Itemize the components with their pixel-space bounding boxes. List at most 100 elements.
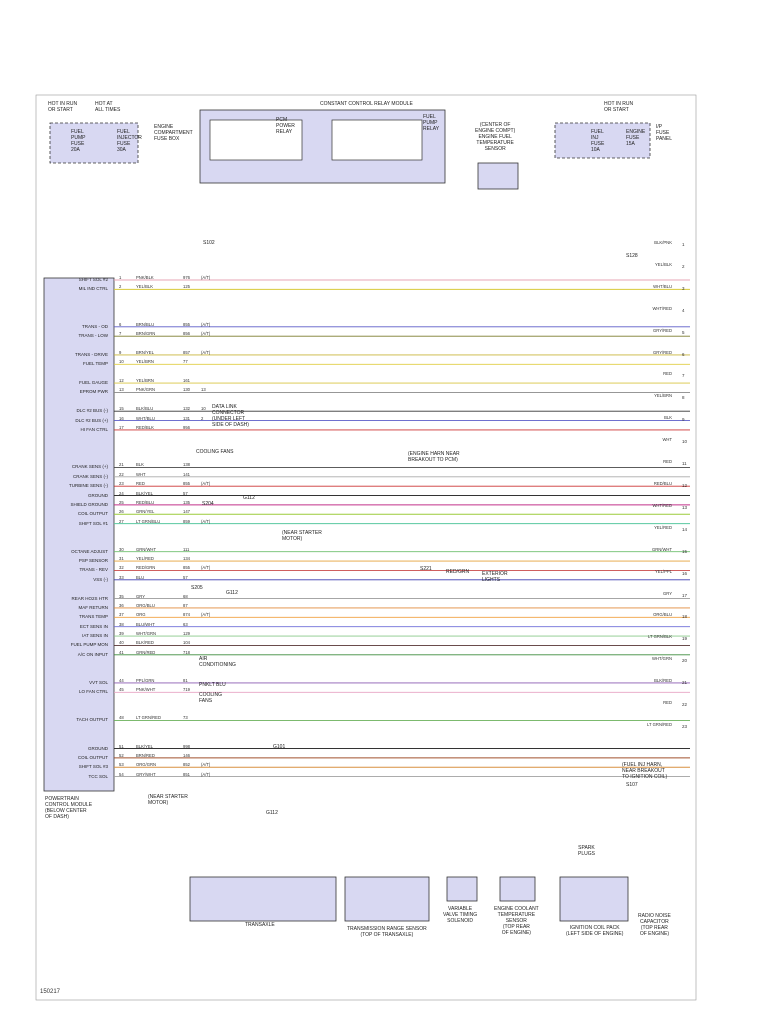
note-inrush: PNKLT BLU [199,682,226,688]
fuse-box-left [49,122,139,164]
wire-color-53: ORG/GRN [136,762,157,768]
wire-circuit-27: 859 [183,518,190,524]
wire-circuit-30: 111 [183,546,190,552]
pcm-label-7: TRANS - LOW [78,333,108,339]
wire-pin-48: 48 [119,715,124,721]
wire-color-27: LT GRN/BLU [136,518,161,524]
ccrm-title: CONSTANT CONTROL RELAY MODULE [320,101,413,107]
note-engine-harn: (ENGINE HARN NEAR BREAKOUT TO PCM) [408,451,460,463]
wire-circuit-9: 857 [183,349,190,355]
note-exterior-lights: EXTERIOR LIGHTS [482,571,508,583]
coil-pack-box [559,876,629,922]
ground-g112-b: G112 [226,590,238,596]
wire-pin-24: 24 [119,490,124,496]
wire-color-44: PPL/GRN [136,677,155,683]
wire-circuit-33: 57 [183,574,188,580]
wire-circuit-31: 134 [183,556,190,562]
wire-color-13: PNK/GRN [136,387,156,393]
wire-color-37: ORG [136,612,146,618]
trs-label: TRANSMISSION RANGE SENSOR (TOP OF TRANSA… [347,926,427,938]
pcm-label-23: TURBINE SENS (-) [68,483,108,489]
wire-pin-26: 26 [119,509,124,515]
wire-color-15: BLK/BLU [136,406,154,412]
wire-note-54: (A/T) [201,771,211,777]
wire-note-23: (A/T) [201,481,211,487]
wire-color-33: BLU [136,574,145,580]
wire-color-51: BLK/YEL [136,743,153,749]
wire-color-40: BLK/RED [136,640,154,646]
right-label-15: GRN/WHT [651,546,672,552]
pcm-label-40: FUEL PUMP MON [70,642,108,648]
wire-circuit-52: 146 [183,752,190,758]
wire-pin-21: 21 [119,462,124,468]
right-num-14: 14 [682,526,688,532]
right-label-6: GRY/RED [652,349,672,355]
wire-pin-39: 39 [119,631,124,637]
fuel-injector-fuse-label: FUEL INJECTOR FUSE 30A [117,129,142,153]
pcm-caption: POWERTRAIN CONTROL MODULE (BELOW CENTER … [45,796,93,820]
coil-pack-label: IGNITION COIL PACK (LEFT SIDE OF ENGINE) [566,925,624,937]
right-num-23: 23 [682,724,688,729]
pcm-box [43,277,115,792]
wire-pin-31: 31 [119,556,124,562]
pcm-label-27: SHIFT SOL #1 [78,520,108,526]
relay-fuel-pump [331,119,423,161]
capacitor-label: RADIO NOISE CAPACITOR (TOP REAR OF ENGIN… [638,913,671,937]
wire-circuit-26: 147 [183,509,190,515]
fuel-inj-fuse-label: FUEL INJ FUSE 10A [591,129,605,153]
wire-circuit-12: 161 [183,378,190,384]
pcm-label-9: TRANS - DRIVE [74,351,108,357]
right-label-2: YEL/BLK [655,261,672,267]
pcm-label-37: TRANS TEMP [79,614,108,620]
wire-color-31: YEL/RED [136,556,154,562]
note-near-starter-1: (NEAR STARTER MOTOR) [282,530,322,542]
note-cooling-fans-lo: COOLING FANS [199,692,223,704]
splice-s204: S204 [202,501,214,507]
diagram-frame [35,94,697,1001]
wire-pin-22: 22 [119,471,124,477]
wire-circuit-24: 57 [183,490,188,496]
wire-color-10: YEL/BRN [136,359,154,365]
wire-color-24: BLK/YEL [136,490,153,496]
pcm-label-26: COIL OUTPUT [77,511,108,517]
right-label-23: LT GRN/RED [647,722,672,727]
pcm-label-52: COIL OUTPUT [77,754,108,760]
wire-circuit-51: 998 [183,743,190,749]
wire-pin-9: 9 [119,349,122,355]
wire-pin-51: 51 [119,743,124,749]
fuel-pump-relay-label: FUEL PUMP RELAY [423,114,440,132]
pcm-label-32: TRANS - REV [79,567,108,573]
wire-circuit-45: 719 [183,687,190,693]
right-label-4: WHT/RED [652,305,672,311]
wire-pin-35: 35 [119,593,124,599]
wire-color-22: WHT [136,471,146,477]
wire-color-48: LT GRN/RED [136,715,161,721]
right-label-10: WHT [662,437,672,443]
ip-fuse-panel-label: I/P FUSE PANEL [656,124,673,142]
wire-color-45: PNK/WHT [136,687,156,693]
hot-run-start-left: HOT IN RUN OR START [48,101,78,113]
pcm-label-35: REAR HO2S HTR [71,595,108,601]
wire-note-53: (A/T) [201,762,211,768]
right-label-12: RED/BLU [653,481,672,486]
wire-pin-44: 44 [119,677,124,683]
wire-circuit-16: 131 [183,415,190,421]
engine-fuse-label: ENGINE FUSE 15A [626,129,646,147]
vvt-box [446,876,478,902]
wire-pin-32: 32 [119,565,124,571]
right-num-2: 2 [682,263,685,269]
wire-pin-30: 30 [119,546,124,552]
pcm-label-22: CRANK SENS (-) [72,473,108,479]
right-label-18: ORG/BLU [653,612,672,618]
note-cooling-fans-hi: COOLING FANS [196,449,234,455]
wire-circuit-38: 63 [183,621,188,627]
ground-g112-c: G112 [266,810,278,816]
wire-note-9: (A/T) [201,349,211,355]
wire-note-7: (A/T) [201,331,211,337]
right-label-1: BLK/PNK [654,240,672,245]
wire-circuit-32: 855 [183,565,190,571]
fuel-pump-fuse-label: FUEL PUMP FUSE 20A [71,129,86,153]
wire-color-35: GRY [136,593,145,599]
wire-pin-15: 15 [119,406,124,412]
